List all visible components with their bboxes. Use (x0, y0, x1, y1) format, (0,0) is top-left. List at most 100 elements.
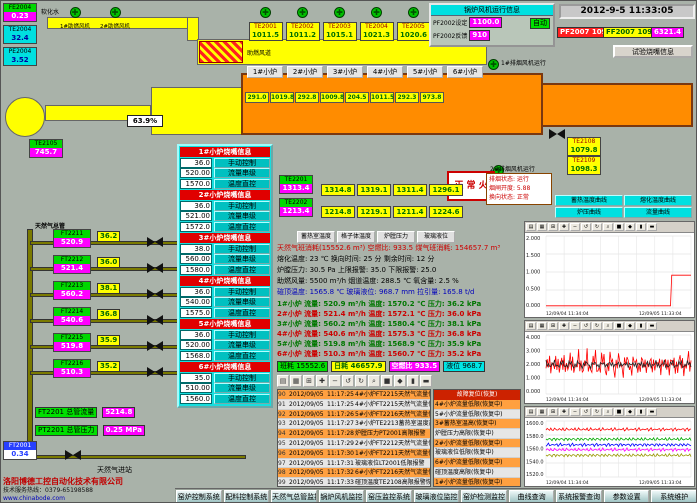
burner-flow-value[interactable]: 520.00 (180, 168, 212, 178)
toolbar-icon[interactable]: ▮ (407, 375, 419, 387)
flow-cascade-button[interactable]: 流量串级 (214, 297, 270, 307)
port-button[interactable]: 3#小炉 (327, 66, 363, 78)
branch-valve-icon[interactable] (147, 237, 163, 247)
regen-display-button[interactable]: 格子体温度 (337, 231, 375, 243)
nav-button[interactable]: 锅炉风机监控 (318, 490, 365, 502)
toolbar-icon[interactable]: ⊞ (303, 375, 315, 387)
burner-flow-value[interactable]: 540.00 (180, 297, 212, 307)
flow-cascade-button[interactable]: 流量串级 (214, 383, 270, 393)
chart-tool-icon[interactable]: − (570, 408, 580, 416)
nav-button[interactable]: 玻璃液位监控 (413, 490, 460, 502)
nav-button[interactable]: 窑炉检测监控 (461, 490, 507, 502)
temp-direct-button[interactable]: 温度直控 (214, 264, 270, 275)
toolbar-icon[interactable]: ↻ (355, 375, 367, 387)
chart-tool-icon[interactable]: ◆ (625, 223, 635, 231)
toolbar-icon[interactable]: − (329, 375, 341, 387)
chart-tool-icon[interactable]: ✚ (559, 223, 569, 231)
chart-tool-icon[interactable]: ▤ (526, 223, 536, 231)
alarm-row[interactable]: 96 2012/09/05 11:17:30 1#小炉FT2211天然气流量低限… (278, 448, 430, 459)
chart-tool-icon[interactable]: ▮ (636, 223, 646, 231)
chart-tool-icon[interactable]: ▮ (636, 408, 646, 416)
alarm-reset-row[interactable]: 5#小炉流量低限(恢复中) (434, 410, 520, 420)
flue-valve-icon[interactable] (549, 129, 565, 139)
fan-icon[interactable] (408, 7, 419, 19)
burner-temp-value[interactable]: 1575.0 (180, 307, 212, 318)
regen-display-button[interactable]: 蓄热室温度 (297, 231, 335, 243)
burner-pressure-value[interactable]: 36.0 (180, 200, 212, 211)
manual-control-button[interactable]: 手动控制 (214, 157, 270, 168)
chart-tool-icon[interactable]: ⌕ (603, 322, 613, 330)
fan-icon[interactable] (371, 7, 382, 19)
alarm-row[interactable]: 95 2012/09/05 11:17:29 2#小炉FT2212天然气流量低限… (278, 439, 430, 449)
nav-button[interactable]: 系统维护 (651, 490, 696, 502)
burner-temp-value[interactable]: 1560.0 (180, 393, 212, 404)
chart-tool-icon[interactable]: ↺ (581, 223, 591, 231)
alarm-reset-row[interactable]: 2#小炉流量低限(恢复中) (434, 438, 520, 449)
chart-tool-icon[interactable]: ↺ (581, 322, 591, 330)
manual-control-button[interactable]: 手动控制 (214, 200, 270, 211)
chart-tool-icon[interactable]: ◆ (625, 322, 635, 330)
chart-tool-icon[interactable]: − (570, 223, 580, 231)
chart-tool-icon[interactable]: ↻ (592, 408, 602, 416)
toolbar-icon[interactable]: ↺ (342, 375, 354, 387)
chart-tool-icon[interactable]: ⌕ (603, 223, 613, 231)
burner-flow-value[interactable]: 510.00 (180, 383, 212, 393)
chart-tool-icon[interactable]: ▮ (636, 322, 646, 330)
temp-direct-button[interactable]: 温度直控 (214, 393, 270, 404)
chart-tool-icon[interactable]: ◆ (625, 408, 635, 416)
chart-tool-icon[interactable]: ✚ (559, 408, 569, 416)
burner-flow-value[interactable]: 521.00 (180, 211, 212, 221)
alarm-reset-row[interactable]: 6#小炉流量低限(恢复中) (434, 458, 520, 468)
nav-button[interactable]: 窑压监控系统 (366, 490, 412, 502)
flow-cascade-button[interactable]: 流量串级 (214, 211, 270, 221)
chart-tool-icon[interactable]: ▤ (526, 322, 536, 330)
branch-valve-icon[interactable] (147, 341, 163, 351)
test-burner-button[interactable]: 试验烧嘴信息 (613, 45, 693, 58)
trend-select-button[interactable]: 炉压曲线 (555, 207, 623, 218)
toolbar-icon[interactable]: ✚ (316, 375, 328, 387)
port-button[interactable]: 5#小炉 (407, 66, 443, 78)
alarm-row[interactable]: 90 2012/09/05 11:17:25 4#小炉FT2215天然气流量低限… (278, 390, 430, 400)
alarm-row[interactable]: 92 2012/09/05 11:17:26 5#小炉FT2216天然气流量低限… (278, 409, 430, 420)
manual-control-button[interactable]: 手动控制 (214, 372, 270, 383)
manual-control-button[interactable]: 手动控制 (214, 329, 270, 340)
chart-tool-icon[interactable]: ↺ (581, 408, 591, 416)
chart-tool-icon[interactable]: ■ (614, 408, 624, 416)
alarm-row[interactable]: 99 2012/09/05 11:17:33 碹顶温度TE2108高限报警恢复 (278, 478, 430, 486)
chart-tool-icon[interactable]: ▬ (647, 408, 657, 416)
branch-valve-icon[interactable] (147, 263, 163, 273)
toolbar-icon[interactable]: ⌕ (368, 375, 380, 387)
alarm-row[interactable]: 93 2012/09/05 11:17:27 3#小炉TE2213蓄热室温度高限… (278, 419, 430, 430)
nav-button[interactable]: 系统报警查询 (556, 490, 602, 502)
nav-button[interactable]: 天然气总管监控 (271, 490, 317, 502)
burner-flow-value[interactable]: 560.00 (180, 254, 212, 264)
flow-cascade-button[interactable]: 流量串级 (214, 254, 270, 264)
auto-mode-button[interactable]: 自动 (530, 18, 550, 29)
chart-tool-icon[interactable]: ▤ (526, 408, 536, 416)
nav-button[interactable]: 参数设置 (603, 490, 650, 502)
toolbar-icon[interactable]: ▦ (290, 375, 302, 387)
chart-tool-icon[interactable]: ⊞ (548, 223, 558, 231)
branch-valve-icon[interactable] (147, 367, 163, 377)
chart-tool-icon[interactable]: ■ (614, 322, 624, 330)
chart-tool-icon[interactable]: ↻ (592, 223, 602, 231)
chart-tool-icon[interactable]: ✚ (559, 322, 569, 330)
alarm-reset-row[interactable]: 3#蓄热室温高(恢复中) (434, 419, 520, 430)
alarm-row[interactable]: 98 2012/09/05 11:17:32 6#小炉FT2216天然气流量低限… (278, 468, 430, 479)
chart-tool-icon[interactable]: − (570, 322, 580, 330)
fan-icon[interactable] (334, 7, 345, 19)
nav-button[interactable]: 配料控制系统 (223, 490, 270, 502)
branch-valve-icon[interactable] (147, 289, 163, 299)
exhaust-fan1-icon[interactable] (488, 59, 499, 71)
chart-tool-icon[interactable]: ↻ (592, 322, 602, 330)
burner-temp-value[interactable]: 1570.0 (180, 178, 212, 189)
alarm-row[interactable]: 91 2012/09/05 11:17:25 4#小炉FT2215天然气流量低限… (278, 400, 430, 410)
toolbar-icon[interactable]: ◆ (394, 375, 406, 387)
alarm-reset-row[interactable]: 玻璃液位低限(恢复中) (434, 448, 520, 459)
chart-tool-icon[interactable]: ⊞ (548, 408, 558, 416)
chart-tool-icon[interactable]: ▦ (537, 322, 547, 330)
alarm-reset-row[interactable]: 碹顶温度高限(恢复中) (434, 468, 520, 478)
alarm-reset-row[interactable]: 炉膛压力高限(恢复中) (434, 429, 520, 439)
